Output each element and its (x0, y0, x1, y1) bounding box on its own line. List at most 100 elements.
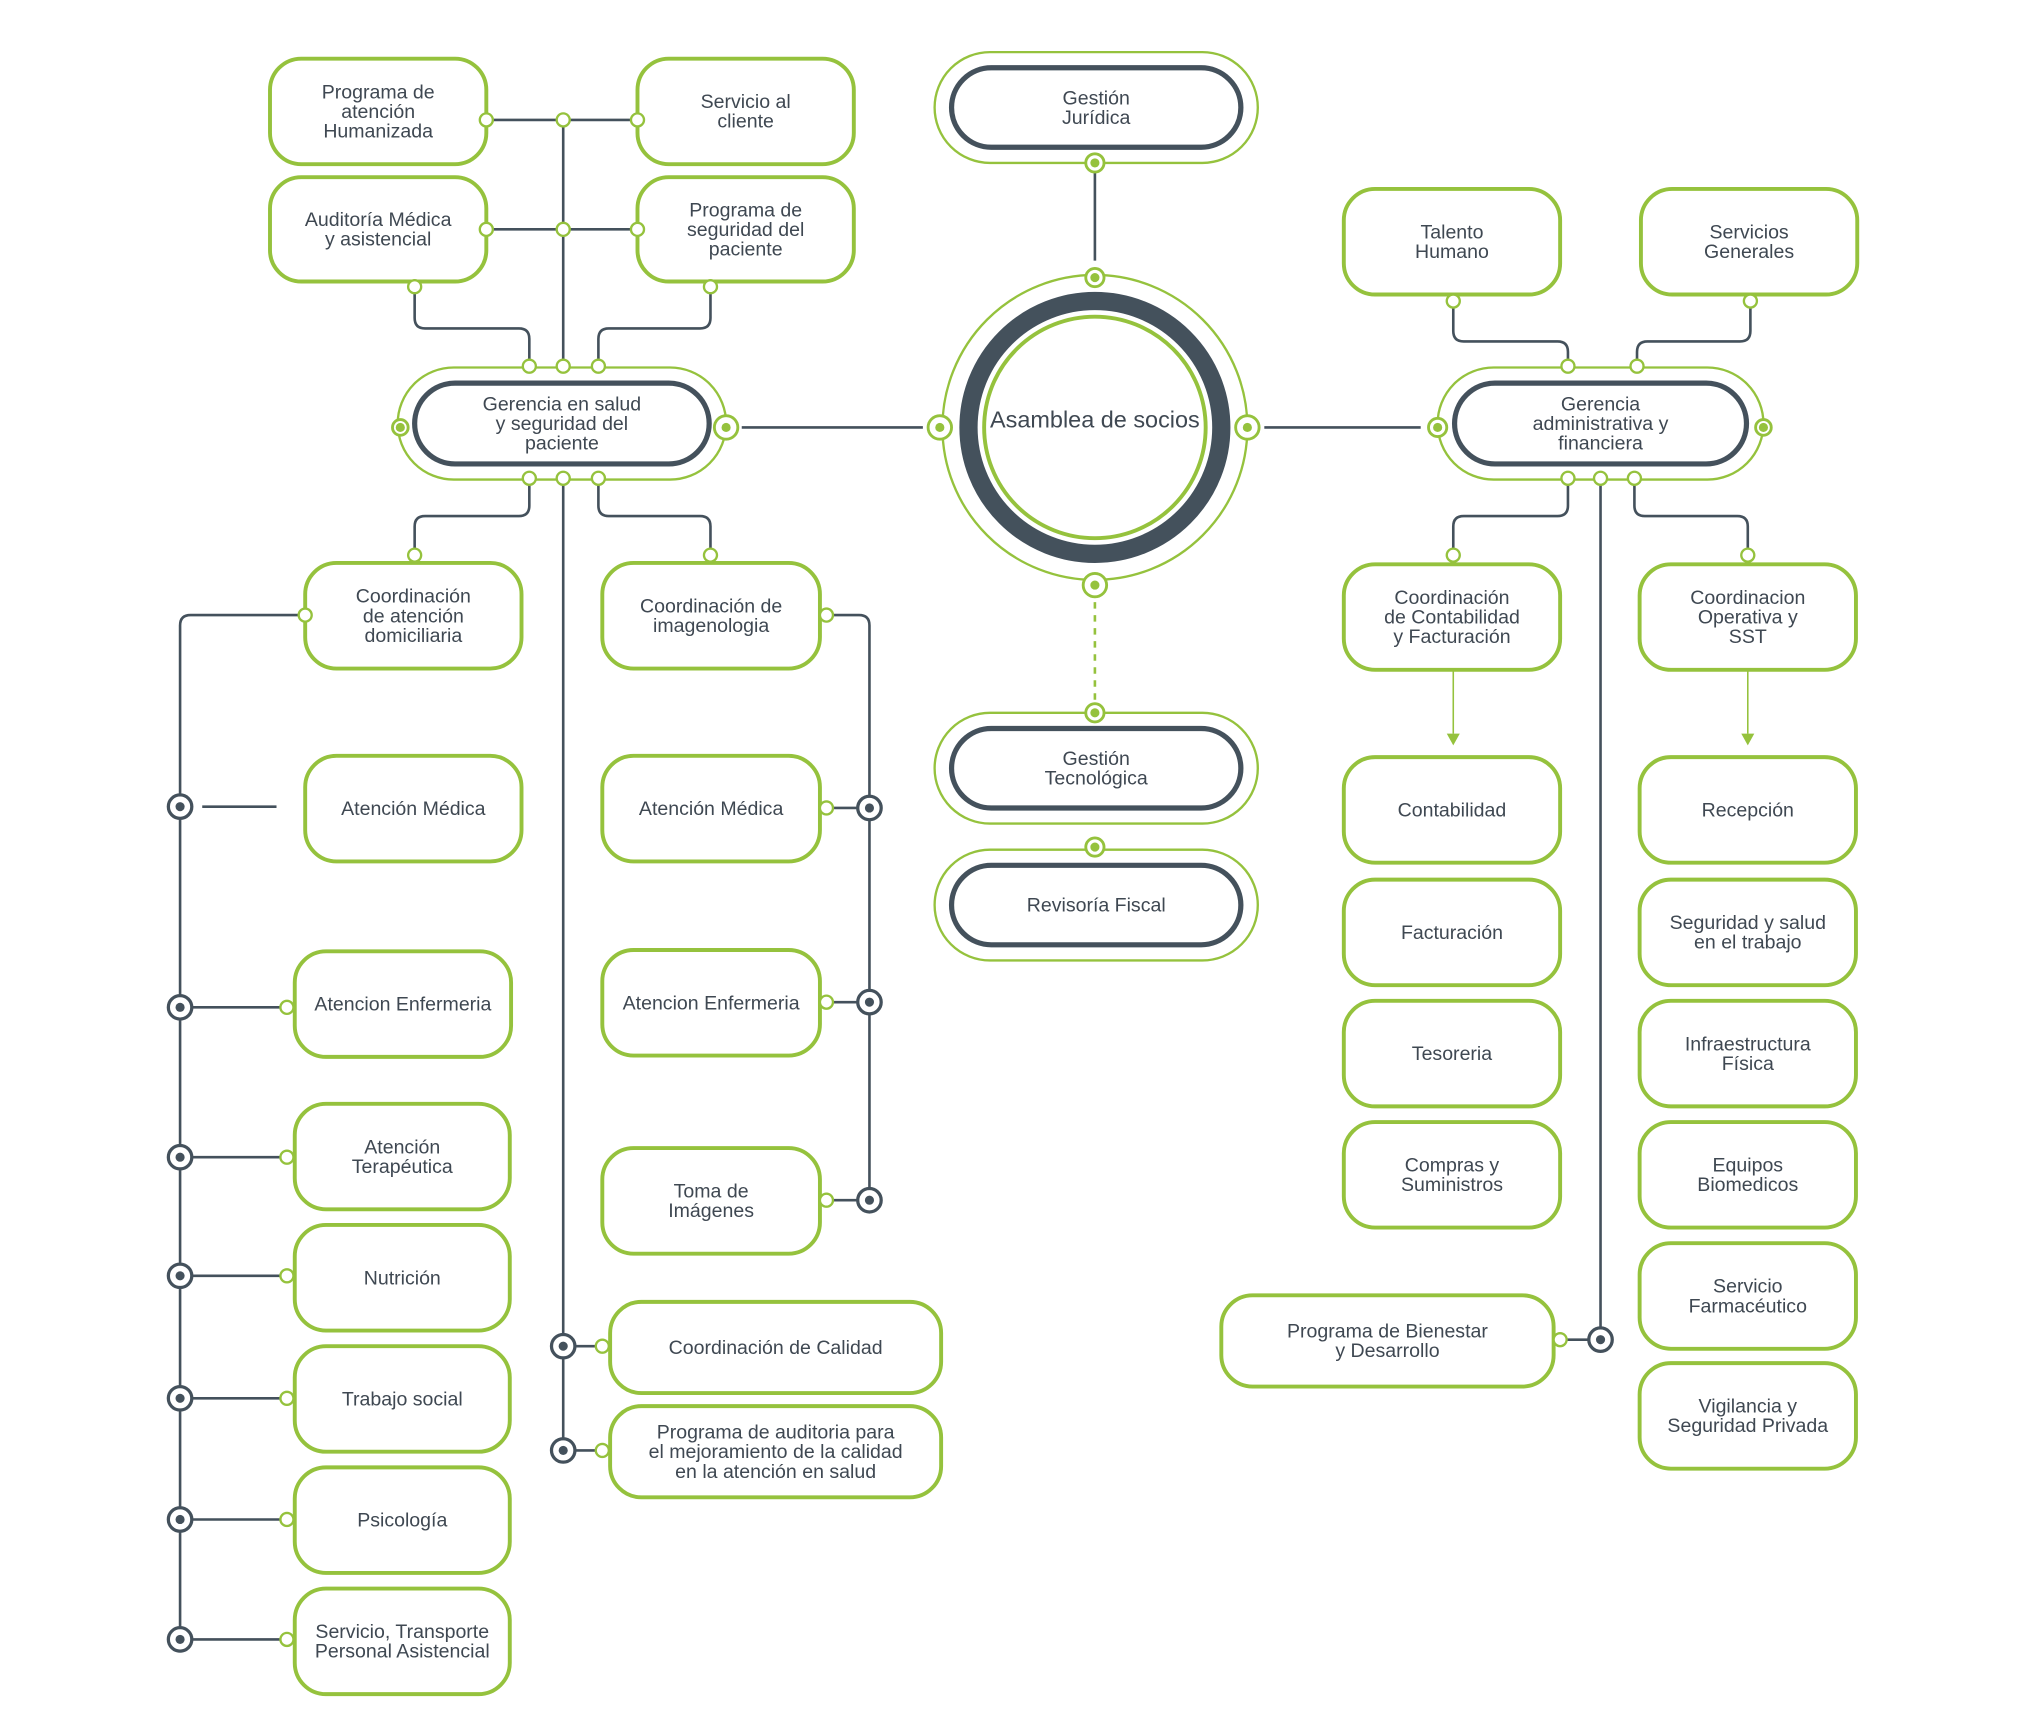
connector-dot (1560, 470, 1576, 486)
connector-line (1451, 478, 1570, 556)
connector-ring-dot (1242, 422, 1252, 432)
connector-line (826, 613, 871, 1201)
node-label: Coordinación de Calidad (669, 1337, 883, 1359)
connector-ring-dot (935, 422, 945, 432)
connector-ring-dot (1433, 422, 1443, 432)
connector-dot (702, 279, 719, 295)
connector-dot (279, 1631, 295, 1648)
node-psicologia[interactable]: Psicología (292, 1465, 512, 1575)
connector-dot (818, 994, 835, 1010)
connector-dot (1560, 358, 1576, 374)
connector-line (1633, 478, 1750, 556)
node-medica-r[interactable]: Atención Médica (600, 753, 822, 864)
connector-dot (629, 221, 646, 238)
node-label: Trabajo social (342, 1388, 463, 1410)
node-coord-calidad[interactable]: Coordinación de Calidad (608, 1299, 944, 1396)
connector-line (1451, 301, 1570, 367)
connector-dot (629, 112, 646, 128)
bullet-node-dot (175, 1002, 185, 1012)
connector-dot (478, 221, 495, 238)
node-label: Tesoreria (1412, 1043, 1492, 1065)
node-asamblea[interactable]: Asamblea de socios (941, 273, 1249, 582)
node-label: Contabilidad (1398, 799, 1507, 821)
node-recepcion[interactable]: Recepción (1637, 755, 1858, 865)
connector-dot (594, 1338, 610, 1354)
connector-dot (279, 1390, 295, 1406)
connector-line (413, 478, 531, 556)
node-medica-l[interactable]: Atención Médica (303, 753, 524, 864)
node-contabilidad[interactable]: Contabilidad (1341, 755, 1563, 865)
connector-dot (406, 547, 423, 563)
connector-line (597, 478, 712, 556)
connector-dot (279, 999, 295, 1016)
connector-ring-dot (1090, 580, 1100, 590)
bullet-node-dot (175, 1634, 185, 1644)
connector-dot (818, 800, 835, 816)
connector-dot (478, 112, 495, 128)
node-nutricion[interactable]: Nutrición (292, 1223, 512, 1333)
node-trabajo-social[interactable]: Trabajo social (292, 1344, 512, 1454)
connector-ring-dot (721, 422, 731, 432)
node-tesoreria[interactable]: Tesoreria (1341, 998, 1563, 1109)
node-revisoria[interactable]: Revisoría Fiscal (933, 848, 1259, 962)
node-label: Atencion Enfermeria (623, 992, 800, 1014)
bullet-node-dot (864, 997, 875, 1007)
arrow-icon (1741, 733, 1755, 746)
arrow-icon (1446, 733, 1460, 746)
bullet-node-dot (175, 1152, 185, 1162)
connector-dot (1552, 1331, 1568, 1348)
node-enfermeria-r[interactable]: Atencion Enfermeria (600, 948, 822, 1058)
bullet-node-dot (175, 1514, 185, 1525)
connector-dot (1445, 547, 1461, 563)
node-label: Psicología (357, 1510, 447, 1532)
connector-dot (818, 607, 835, 623)
bullet-node-dot (1595, 1335, 1606, 1345)
node-facturacion[interactable]: Facturación (1341, 877, 1563, 988)
bullet-node-dot (864, 1195, 875, 1205)
connector-dot (521, 358, 538, 374)
node-label: Recepción (1702, 799, 1794, 821)
node-enfermeria-l[interactable]: Atencion Enfermeria (292, 949, 514, 1059)
connector-ring-dot (1090, 842, 1100, 852)
